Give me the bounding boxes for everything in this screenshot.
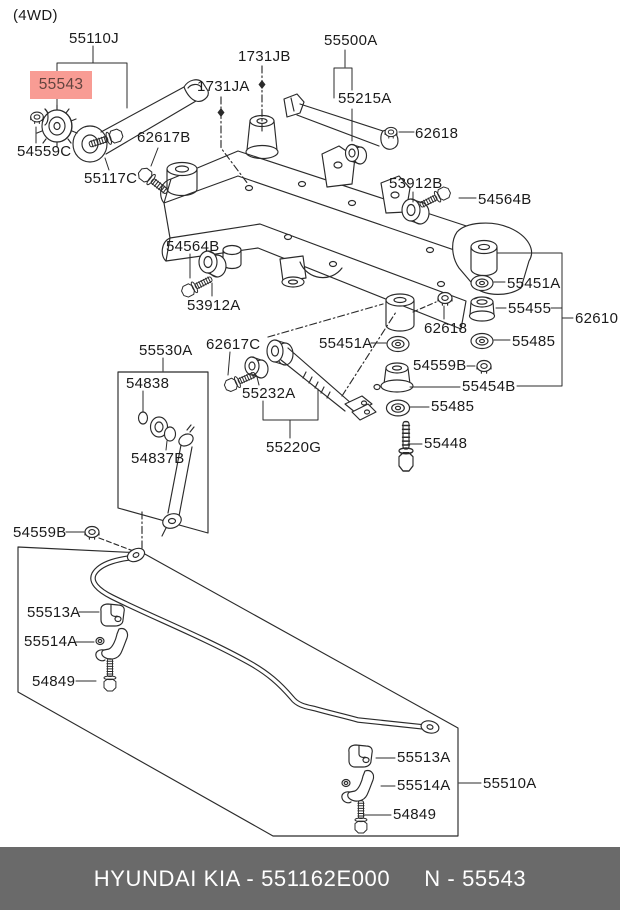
stabilizer-bar xyxy=(90,554,427,730)
part-label-55454b[interactable]: 55454B xyxy=(462,378,516,395)
stabilizer-link-box xyxy=(117,371,209,534)
mount-stack xyxy=(373,274,496,472)
stabilizer-group-box xyxy=(17,546,459,837)
clamp-55514a-bottom xyxy=(341,769,375,804)
mount-tube-rear-right xyxy=(385,299,415,332)
washer-54837b xyxy=(149,416,169,438)
part-label-62617c[interactable]: 62617C xyxy=(206,336,261,353)
part-label-54849-left[interactable]: 54849 xyxy=(32,673,76,690)
footer-brand-part-number: HYUNDAI KIA - 551162E000 xyxy=(93,865,391,891)
bushing-53912b xyxy=(401,198,430,225)
part-label-54559b-bottom[interactable]: 54559B xyxy=(13,524,67,541)
part-label-55510a[interactable]: 55510A xyxy=(483,775,537,792)
arm-shaft xyxy=(280,347,353,412)
part-label-55448[interactable]: 55448 xyxy=(424,435,468,452)
bushing-55455 xyxy=(468,296,496,322)
part-label-55514a-bottom[interactable]: 55514A xyxy=(397,777,451,794)
mount-bushing-55454b xyxy=(373,362,414,393)
part-label-62618-mid[interactable]: 62618 xyxy=(424,320,468,337)
bushing-55215a xyxy=(344,143,368,165)
nut-54559b-mid xyxy=(476,359,492,374)
part-label-62617b[interactable]: 62617B xyxy=(137,129,191,146)
bar-eyelet-left xyxy=(126,547,146,563)
arm-bushing-housing xyxy=(72,125,108,163)
mount-tower xyxy=(246,120,278,151)
washer-55451a-mid xyxy=(386,335,410,353)
footer-bar: HYUNDAI KIA - 551162E000 N - 55543 xyxy=(0,847,620,910)
washer-55485-lower xyxy=(385,399,411,417)
variant-note: (4WD) xyxy=(13,7,58,24)
nut-54559b-bottom xyxy=(84,525,100,540)
part-label-54838[interactable]: 54838 xyxy=(126,375,170,392)
knuckle-right xyxy=(452,222,533,295)
part-label-55215a[interactable]: 55215A xyxy=(338,90,392,107)
part-label-55485-upper[interactable]: 55485 xyxy=(512,333,556,350)
bar-eyelet-right xyxy=(420,720,440,734)
part-label-54559c[interactable]: 54559C xyxy=(17,143,72,160)
bushing-55232a xyxy=(244,356,269,379)
washer-55485-upper xyxy=(470,332,494,350)
part-label-1731jb[interactable]: 1731JB xyxy=(238,48,291,65)
part-label-55530a[interactable]: 55530A xyxy=(139,342,193,359)
part-label-1731ja[interactable]: 1731JA xyxy=(197,78,250,95)
part-label-54564b-right[interactable]: 54564B xyxy=(478,191,532,208)
stabilizer-bar-assembly xyxy=(84,525,440,834)
arm-shaft xyxy=(100,86,197,155)
part-label-54837b[interactable]: 54837B xyxy=(131,450,185,467)
part-label-55485-lower[interactable]: 55485 xyxy=(431,398,475,415)
arm-shaft xyxy=(296,103,384,147)
part-label-54564b-left[interactable]: 54564B xyxy=(166,238,220,255)
bolt-55448 xyxy=(398,420,414,472)
part-label-55232a[interactable]: 55232A xyxy=(242,385,296,402)
part-label-53912a[interactable]: 53912A xyxy=(187,297,241,314)
part-label-62618-top[interactable]: 62618 xyxy=(415,125,459,142)
part-label-55110j[interactable]: 55110J xyxy=(69,30,119,47)
leader-lines xyxy=(35,45,574,816)
part-label-53912b[interactable]: 53912B xyxy=(389,175,443,192)
bolt-54849-left xyxy=(103,658,117,692)
assist-arm-assembly xyxy=(222,339,377,421)
part-label-54849-bottom[interactable]: 54849 xyxy=(393,806,437,823)
part-label-55513a-left[interactable]: 55513A xyxy=(27,604,81,621)
part-label-55220g[interactable]: 55220G xyxy=(266,439,322,456)
bushing-55513a-left xyxy=(100,603,125,627)
stabilizer-link-parts xyxy=(137,411,195,537)
part-label-55455[interactable]: 55455 xyxy=(508,300,552,317)
mount-tube-front-left xyxy=(166,161,198,177)
part-label-55513a-bottom[interactable]: 55513A xyxy=(397,749,451,766)
bolt-54564b-left xyxy=(179,272,215,300)
oring-54838 xyxy=(137,411,149,425)
clamp-55514a-left xyxy=(95,627,129,662)
part-label-55451a-right[interactable]: 55451A xyxy=(507,275,561,292)
part-label-55451a-mid[interactable]: 55451A xyxy=(319,335,373,352)
part-label-62610[interactable]: 62610 xyxy=(575,310,619,327)
part-label-55117c[interactable]: 55117C xyxy=(84,170,138,187)
washer-54559c xyxy=(30,111,44,124)
alignment-lines xyxy=(98,65,437,553)
subframe-crossmember xyxy=(160,114,533,332)
part-label-55500a[interactable]: 55500A xyxy=(324,32,378,49)
link-rod xyxy=(161,424,195,537)
lateral-arm-assembly xyxy=(30,79,209,198)
highlighted-part-55543[interactable]: 55543 xyxy=(30,71,92,99)
part-label-54559b-mid[interactable]: 54559B xyxy=(413,357,467,374)
trailing-arm-assembly xyxy=(283,93,399,165)
bushing-55513a-bottom xyxy=(348,744,373,768)
washer-55451a-right xyxy=(470,274,494,292)
bolt-54849-bottom xyxy=(354,800,368,834)
footer-reference-number: N - 55543 xyxy=(424,865,527,891)
bushing-53912a xyxy=(198,250,227,278)
part-label-55514a-left[interactable]: 55514A xyxy=(24,633,78,650)
bushing-55543 xyxy=(36,104,78,148)
